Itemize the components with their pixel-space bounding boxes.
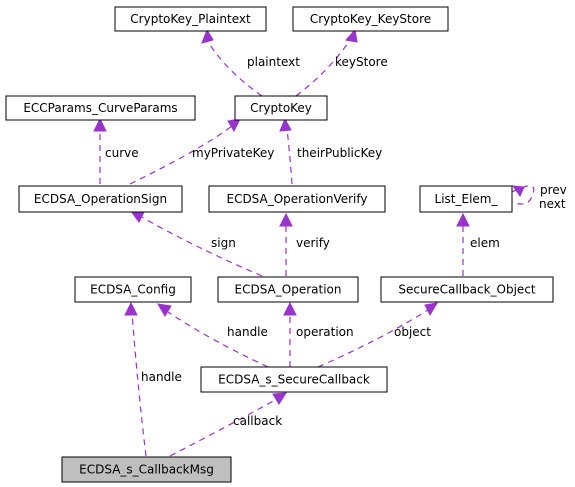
edge-label-verify: verify [296, 236, 330, 250]
edge-label-keystore: keyStore [335, 55, 388, 69]
node-list-elem[interactable]: List_Elem_ [419, 185, 513, 213]
edge-label-operation: operation [296, 325, 354, 339]
edge-label-callback: callback [233, 414, 282, 428]
node-ecdsa-operationsign[interactable]: ECDSA_OperationSign [18, 185, 183, 213]
edge-object [317, 309, 429, 368]
svg-text:ECDSA_Config: ECDSA_Config [90, 283, 176, 297]
node-cryptokey-keystore[interactable]: CryptoKey_KeyStore [292, 6, 449, 32]
svg-text:CryptoKey: CryptoKey [250, 101, 312, 115]
arrowhead-operation [283, 301, 297, 316]
edge-label-curve: curve [105, 146, 139, 160]
svg-text:CryptoKey_Plaintext: CryptoKey_Plaintext [130, 12, 251, 26]
svg-text:ECDSA_OperationVerify: ECDSA_OperationVerify [226, 192, 367, 206]
arrowhead-keystore [345, 28, 358, 43]
arrowhead-plaintext [201, 28, 214, 44]
arrowhead-curve [93, 117, 107, 132]
node-cryptokey-plaintext[interactable]: CryptoKey_Plaintext [114, 6, 267, 32]
svg-text:CryptoKey_KeyStore: CryptoKey_KeyStore [310, 12, 431, 26]
node-ecdsa-operation[interactable]: ECDSA_Operation [217, 276, 359, 303]
node-securecallback-object[interactable]: SecureCallback_Object [380, 276, 554, 303]
arrowhead-self-loop [511, 185, 525, 198]
arrowhead-elem [456, 212, 470, 227]
svg-text:ECDSA_Operation: ECDSA_Operation [235, 283, 342, 297]
svg-text:List_Elem_: List_Elem_ [435, 192, 499, 206]
edge-label-object: object [394, 325, 431, 339]
arrowhead-callback [272, 392, 287, 405]
edge-handle-msg [131, 312, 147, 457]
edge-label-handle-config: handle [227, 325, 268, 339]
edge-label-next: next [539, 197, 566, 211]
arrowhead-sign [129, 210, 145, 223]
svg-text:ECDSA_s_CallbackMsg: ECDSA_s_CallbackMsg [79, 463, 214, 477]
node-ecdsa-operationverify[interactable]: ECDSA_OperationVerify [208, 185, 386, 213]
edge-handle-config [167, 311, 269, 368]
svg-text:ECDSA_OperationSign: ECDSA_OperationSign [34, 192, 167, 206]
arrowhead-handle-config [157, 303, 172, 317]
edge-callback [169, 398, 278, 457]
edge-myprivatekey [129, 125, 233, 185]
node-ecdsa-config[interactable]: ECDSA_Config [74, 276, 192, 303]
edge-label-theirpublickey: theirPublicKey [297, 146, 382, 160]
node-ecdsa-s-callbackmsg[interactable]: ECDSA_s_CallbackMsg [61, 456, 232, 483]
svg-text:SecureCallback_Object: SecureCallback_Object [398, 283, 536, 297]
edge-label-elem: elem [470, 236, 500, 250]
edge-sign [139, 215, 263, 277]
nodes: CryptoKey_Plaintext CryptoKey_KeyStore E… [5, 6, 554, 483]
edge-label-handle-msg: handle [141, 370, 182, 384]
arrowhead-handle-msg [124, 301, 138, 316]
arrowhead-object [424, 302, 438, 317]
node-eccparams-curveparams[interactable]: ECCParams_CurveParams [5, 95, 196, 121]
edge-label-prev: prev [540, 183, 567, 197]
edge-label-sign: sign [211, 236, 236, 250]
node-cryptokey[interactable]: CryptoKey [234, 95, 328, 121]
node-ecdsa-s-securecallback[interactable]: ECDSA_s_SecureCallback [200, 366, 388, 393]
svg-text:ECDSA_s_SecureCallback: ECDSA_s_SecureCallback [218, 373, 370, 387]
edges: plaintext keyStore curve myPrivateKey th… [93, 28, 567, 457]
edge-label-plaintext: plaintext [247, 55, 300, 69]
edge-label-myprivatekey: myPrivateKey [192, 146, 274, 160]
arrowhead-verify [279, 212, 293, 227]
edge-self-loop [511, 185, 535, 205]
arrowhead-myprivatekey [227, 118, 241, 133]
svg-text:ECCParams_CurveParams: ECCParams_CurveParams [23, 101, 177, 115]
edge-theirpublickey [286, 128, 293, 185]
edge-keystore [295, 39, 351, 97]
arrowhead-theirpublickey [279, 117, 292, 132]
